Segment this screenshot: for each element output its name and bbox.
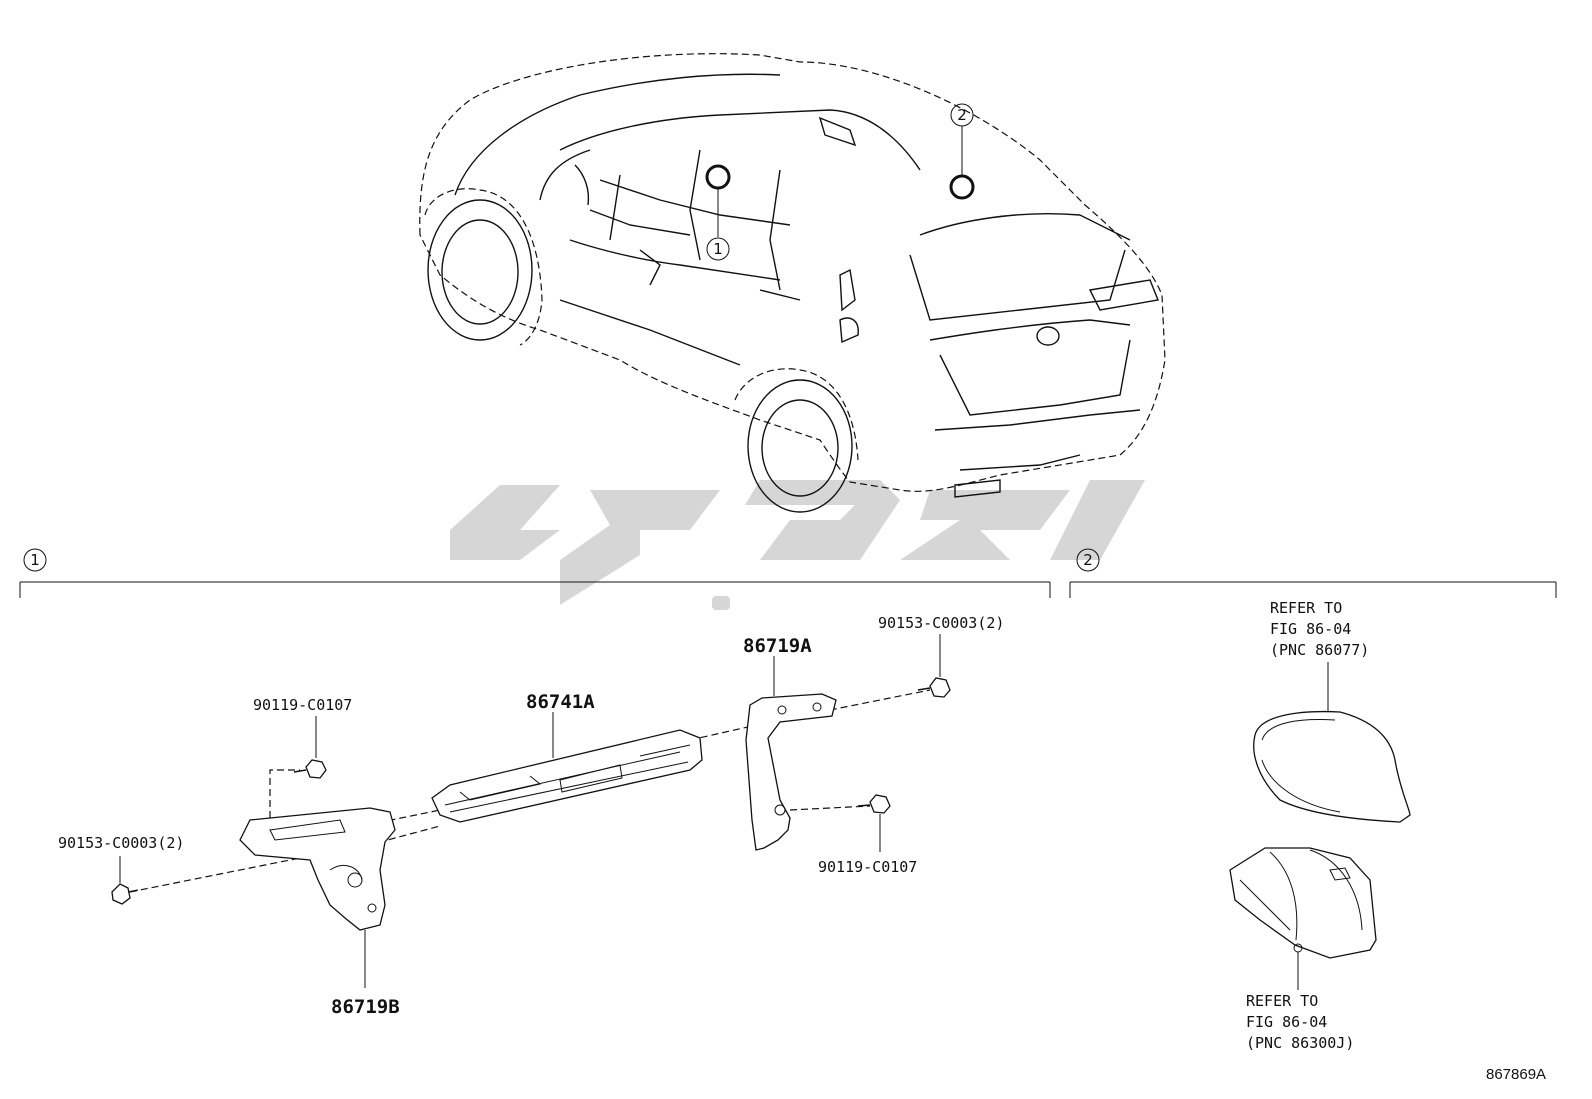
ref-top-line3: (PNC 86077) xyxy=(1270,641,1369,659)
screw-upper-left: 90119-C0107 xyxy=(253,696,352,779)
bracket-b: 86719B xyxy=(239,807,400,1018)
antenna-base: REFER TO FIG 86-04 (PNC 86300J) xyxy=(1229,847,1377,1052)
screw-left: 90153-C0003(2) xyxy=(58,834,184,905)
ref-top-line2: FIG 86-04 xyxy=(1270,620,1351,638)
label-bracket-b: 86719B xyxy=(331,996,400,1018)
vehicle-illustration xyxy=(419,53,1166,513)
label-module: 86741A xyxy=(526,691,595,713)
section-one-bracket: 1 xyxy=(19,548,1051,598)
ref-bottom-line2: FIG 86-04 xyxy=(1246,1013,1327,1031)
label-screw-upper-left: 90119-C0107 xyxy=(253,696,352,714)
callout-two-vehicle: 2 xyxy=(949,103,975,200)
label-screw-left: 90153-C0003(2) xyxy=(58,834,184,852)
section-one-number: 1 xyxy=(30,551,40,569)
ref-bottom-line3: (PNC 86300J) xyxy=(1246,1034,1354,1052)
figure-number: 867869A xyxy=(1486,1066,1546,1083)
callout-one-vehicle: 1 xyxy=(705,164,731,261)
watermark-logo xyxy=(450,480,1145,610)
ref-bottom-line1: REFER TO xyxy=(1246,992,1318,1010)
screw-upper-right: 90153-C0003(2) xyxy=(878,614,1004,698)
label-screw-upper-right: 90153-C0003(2) xyxy=(878,614,1004,632)
callout-one-label: 1 xyxy=(713,240,723,258)
label-screw-lower-right: 90119-C0107 xyxy=(818,858,917,876)
ref-top-line1: REFER TO xyxy=(1270,599,1342,617)
section-two-bracket: 2 xyxy=(1069,548,1557,598)
callout-two-label: 2 xyxy=(957,106,967,124)
screw-lower-right: 90119-C0107 xyxy=(818,794,917,876)
bracket-a: 86719A xyxy=(743,635,837,851)
antenna-cover: REFER TO FIG 86-04 (PNC 86077) xyxy=(1253,599,1411,823)
control-module: 86741A xyxy=(431,691,703,823)
label-bracket-a: 86719A xyxy=(743,635,812,657)
section-two-number: 2 xyxy=(1083,551,1093,569)
